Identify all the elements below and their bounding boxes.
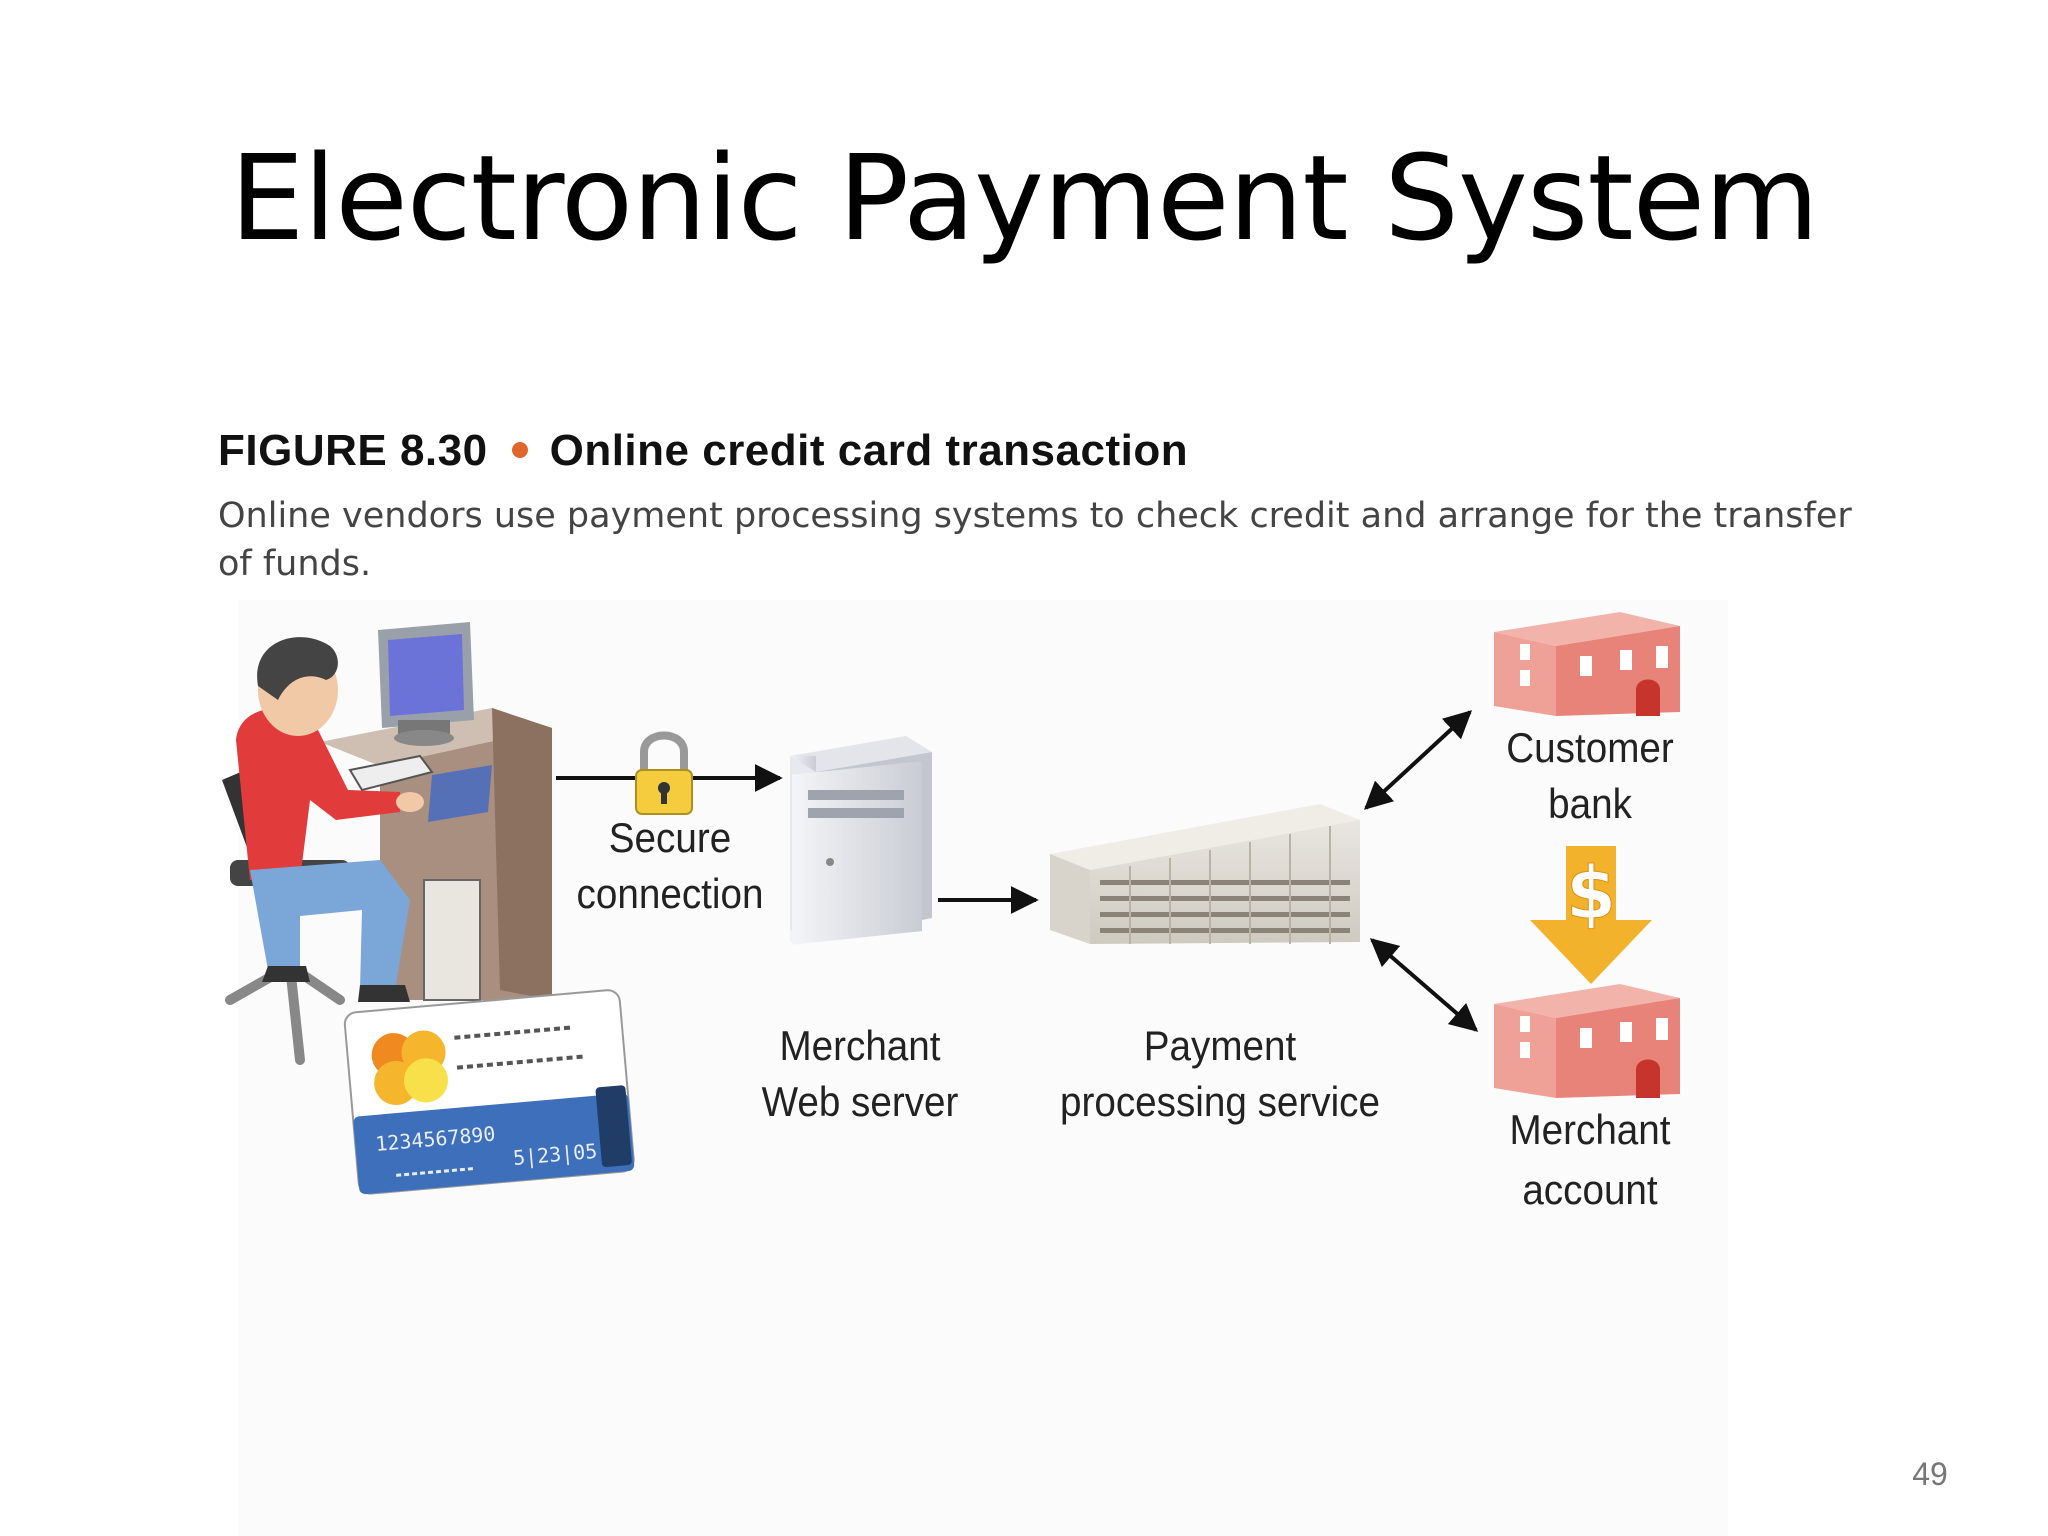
figure-title: Online credit card transaction [549,426,1189,475]
processor-customer-bank-arrow [1363,710,1473,810]
label-line: bank [1548,780,1632,827]
figure-number: FIGURE 8.30 [218,426,488,475]
label-line: account [1522,1166,1658,1213]
dollar-sign: $ [1566,851,1616,935]
server-tower-icon [790,736,932,945]
office-building-icon [1050,804,1360,944]
label-secure-connection: Secure connection [550,810,789,922]
label-line: Customer [1506,724,1674,771]
label-merchant-account: Merchant account [1489,1100,1691,1220]
bank-building-icon [1494,984,1680,1098]
label-line: Payment [1143,1022,1297,1069]
label-merchant-web-server: Merchant Web server [750,1018,971,1130]
slide-number: 49 [1912,1456,1948,1492]
label-line: Secure [608,814,732,861]
label-line: Merchant [1509,1106,1671,1153]
figure-description: Online vendors use payment processing sy… [218,496,1852,584]
padlock-icon [635,731,693,815]
bank-building-icon [1494,612,1680,716]
slide-title: Electronic Payment System [229,129,1819,267]
figure-caption: FIGURE 8.30 Online credit card transactio… [218,426,1918,476]
credit-card-icon: 1234567890 5|23|05 [343,989,635,1195]
label-customer-bank: Customer bank [1489,720,1691,832]
caption-bullet [511,442,528,459]
label-line: Merchant [779,1022,941,1069]
dollar-arrow-icon: $ [1530,846,1652,984]
label-line: connection [576,870,764,917]
label-line: Web server [761,1078,959,1125]
processor-merchant-account-arrow [1369,938,1479,1032]
label-payment-processing: Payment processing service [1054,1018,1385,1130]
user-at-computer-icon [222,622,552,1065]
label-line: processing service [1060,1078,1380,1125]
